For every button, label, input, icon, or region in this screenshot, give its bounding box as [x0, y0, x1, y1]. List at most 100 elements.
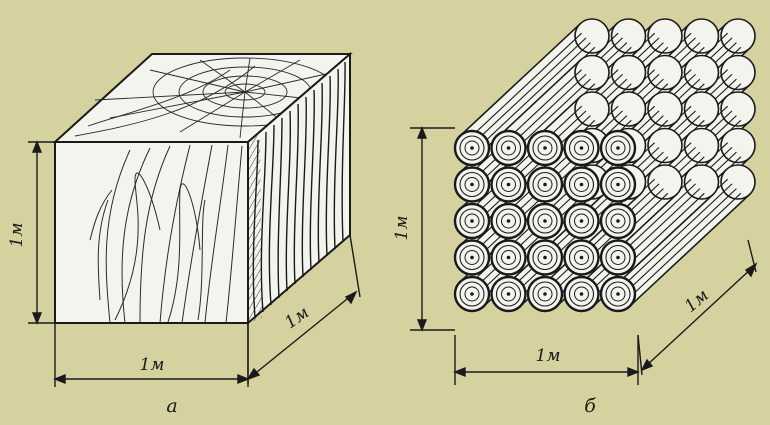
log-ring [610, 286, 626, 302]
log-core [506, 219, 511, 223]
log-ring [464, 250, 480, 265]
log-ring [568, 208, 595, 234]
log-ring [605, 244, 631, 271]
log-ring [532, 208, 558, 234]
log-back-end [647, 54, 683, 91]
log-bark-line [626, 188, 737, 293]
log-bark-line [548, 183, 660, 288]
log-ring [459, 244, 485, 271]
log-bark-line [475, 146, 587, 251]
log-ring [610, 213, 626, 229]
log-bark-line [475, 73, 587, 178]
log-ring [464, 140, 480, 156]
log-ring [568, 244, 595, 271]
stack-height-label: 1м [392, 216, 412, 241]
log-ring [532, 281, 558, 307]
log-bark-line [471, 105, 583, 210]
log-core [579, 219, 584, 223]
log-ring [495, 135, 522, 161]
stack-width-dimension [453, 335, 640, 385]
log-ring [532, 171, 558, 198]
log-ring [568, 281, 595, 307]
log-ring [464, 177, 480, 192]
log-core [470, 292, 474, 296]
log-ring [574, 213, 589, 229]
log-back-end [683, 164, 720, 200]
stack-height-dimension [410, 126, 455, 332]
log-back-end [647, 127, 683, 164]
log-ring [537, 250, 553, 265]
log-ring [495, 244, 522, 271]
log-back-end [720, 18, 756, 54]
log-core [579, 292, 584, 296]
log-bark-line [480, 42, 591, 147]
stack-depth-dimension [637, 239, 758, 376]
log-bark-line [471, 32, 583, 137]
log-back-end [610, 91, 647, 127]
log-stack-figure: 1м 1м 1м б [392, 18, 758, 417]
log-core [470, 146, 474, 150]
log-core [506, 255, 511, 260]
log-core [543, 182, 547, 187]
log-ring [605, 135, 631, 161]
log-core [616, 182, 620, 187]
log-ring [501, 213, 516, 229]
log-ring [610, 250, 626, 265]
log-ring [501, 250, 516, 265]
log-ring [459, 135, 485, 161]
log-ends [453, 129, 637, 313]
log-bark-line [585, 183, 696, 288]
log-bark-line [475, 37, 587, 142]
log-bark-line [589, 188, 701, 293]
cube-depth-dimension [246, 234, 361, 384]
log-core [579, 146, 584, 150]
log-ring [501, 286, 516, 302]
log-back-end [720, 127, 756, 164]
log-bark-line [480, 78, 591, 183]
log-back-end [683, 54, 720, 91]
cube-depth-label: 1м [281, 303, 313, 334]
log-core [506, 292, 511, 296]
log-back-end [647, 18, 683, 54]
log-back-end [574, 91, 610, 127]
log-ring [464, 286, 480, 302]
log-core [616, 219, 620, 223]
log-ring [574, 140, 589, 156]
cube-height-dimension [28, 140, 55, 325]
figure-a-caption: а [166, 395, 177, 417]
log-ring [605, 171, 631, 198]
log-back-end [647, 164, 683, 200]
log-back-end [683, 18, 720, 54]
log-ring [568, 135, 595, 161]
log-ring [495, 281, 522, 307]
log-core [470, 219, 474, 223]
cube-width-label: 1м [140, 355, 165, 375]
log-core [616, 146, 620, 150]
log-back-end [720, 164, 756, 200]
log-ring [605, 208, 631, 234]
log-core [616, 292, 620, 296]
log-ring [574, 250, 589, 265]
log-back-end [720, 54, 756, 91]
log-ring [459, 208, 485, 234]
log-ring [464, 213, 480, 229]
log-ring [459, 171, 485, 198]
log-ring [537, 286, 553, 302]
log-core [470, 182, 474, 187]
log-back-end [574, 18, 610, 54]
log-ring [501, 177, 516, 192]
cube-top-face [52, 53, 353, 143]
log-ring [574, 177, 589, 192]
log-core [470, 255, 474, 260]
log-ring [495, 171, 522, 198]
log-ring [532, 244, 558, 271]
log-core [506, 182, 511, 187]
cube-height-label: 1м [7, 223, 27, 248]
log-bark-line [471, 142, 583, 247]
log-back-end [610, 18, 647, 54]
log-ring [574, 286, 589, 302]
log-bark-line [621, 183, 733, 288]
log-core [543, 219, 547, 223]
log-back-end [610, 54, 647, 91]
